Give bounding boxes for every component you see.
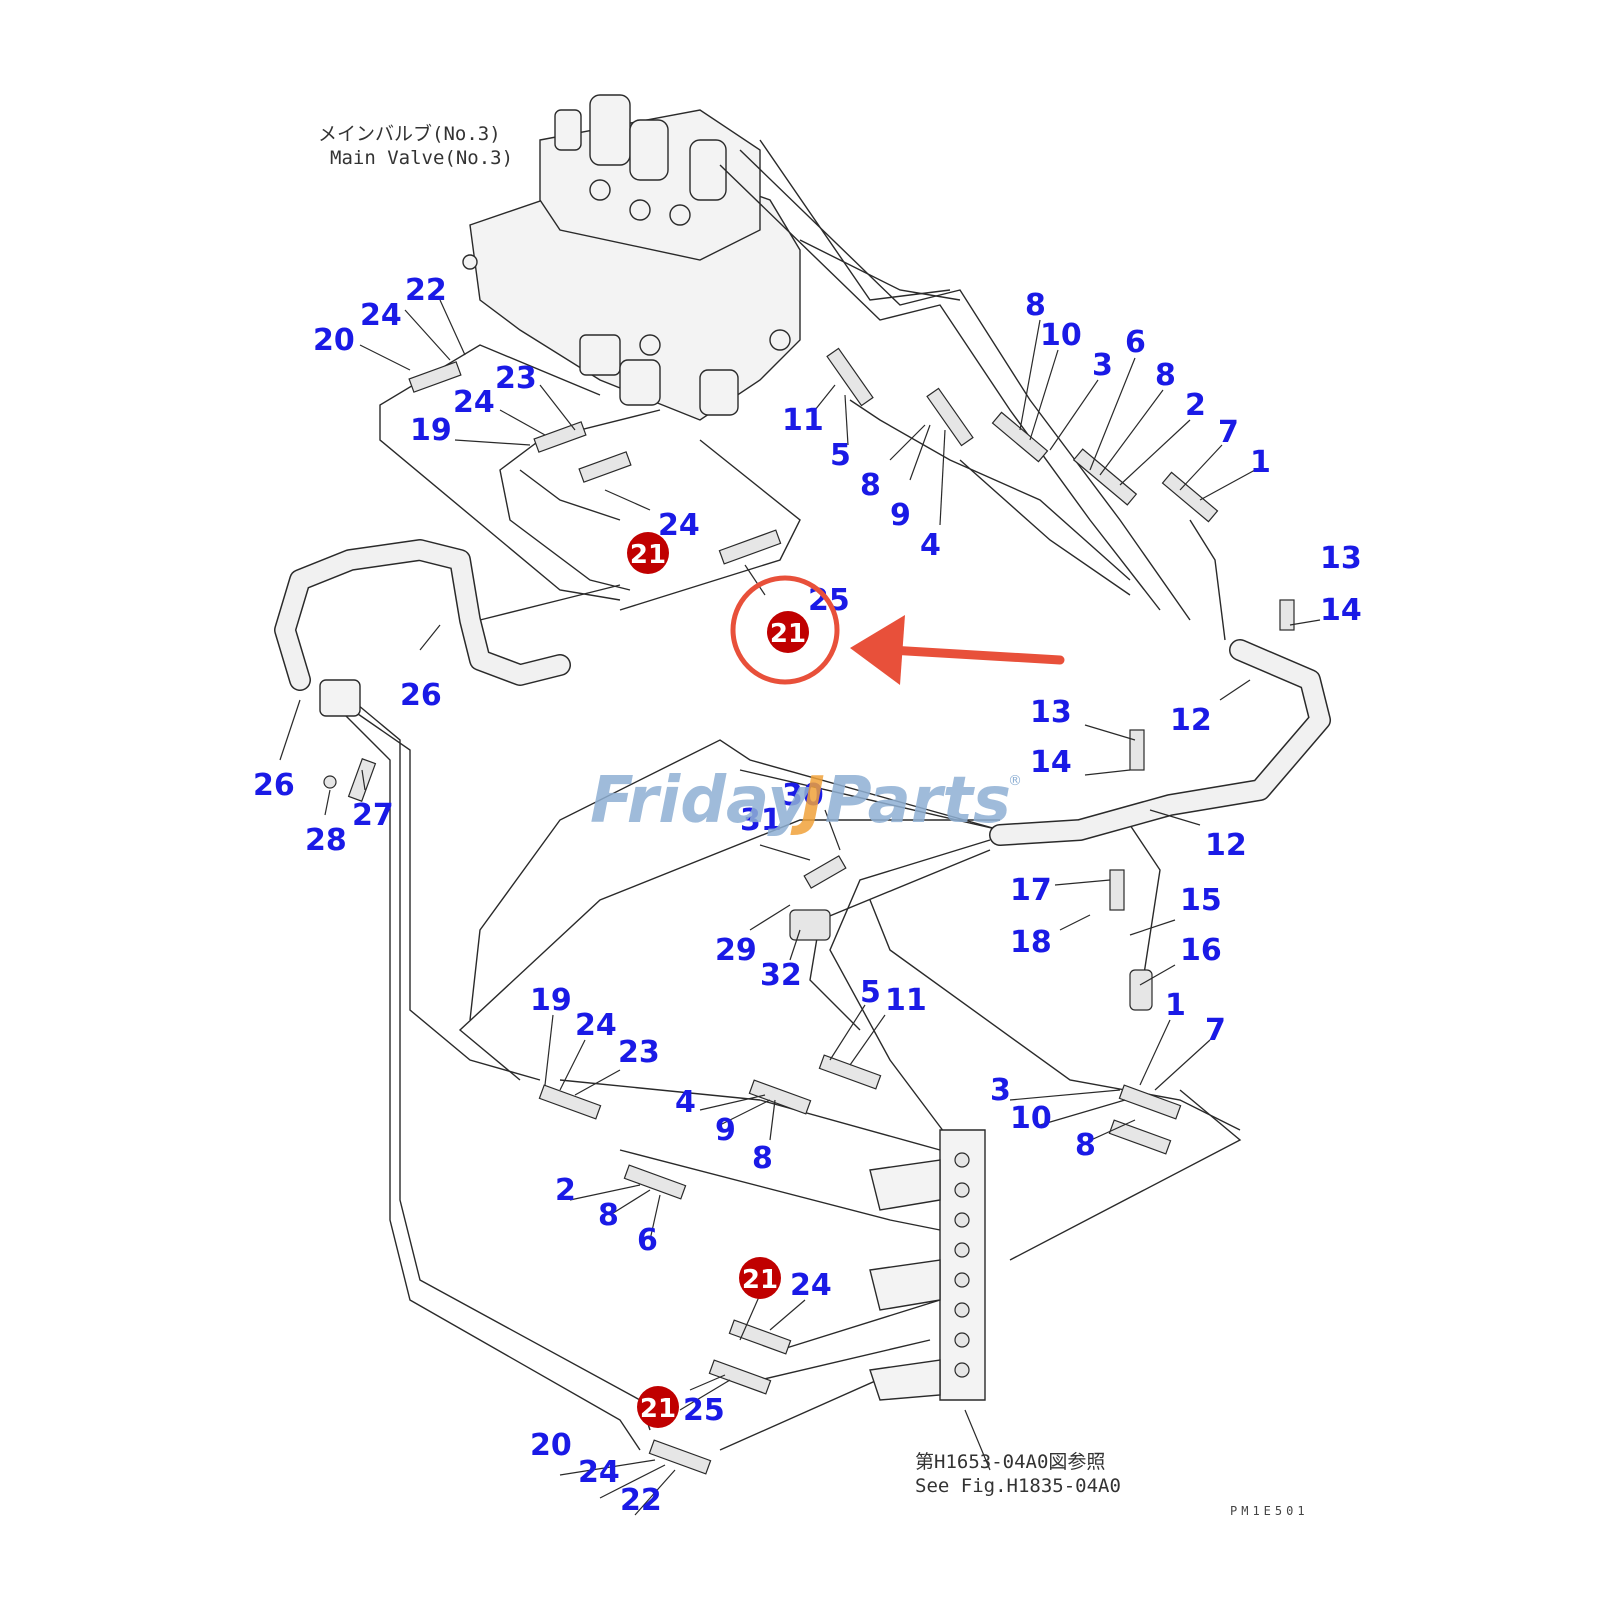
main-valve-caption-en: Main Valve(No.3) bbox=[330, 147, 513, 169]
svg-text:®: ® bbox=[1008, 773, 1022, 789]
part-21-marker-highlighted: 21 bbox=[767, 611, 809, 653]
callout-label: 23 bbox=[618, 1035, 660, 1070]
callout-label: 3 bbox=[990, 1073, 1011, 1108]
callout-label: 12 bbox=[1170, 703, 1212, 738]
callout-label: 5 bbox=[830, 438, 851, 473]
callout-label: 32 bbox=[760, 958, 802, 993]
hydraulic-lines bbox=[329, 139, 1242, 1451]
callout-label: 12 bbox=[1205, 828, 1247, 863]
callout-label: 30 bbox=[782, 778, 824, 813]
main-valve-caption-jp: メインバルブ(No.3) bbox=[318, 122, 501, 145]
callout-label: 24 bbox=[360, 298, 402, 333]
callout-label: 22 bbox=[405, 273, 447, 308]
main-valve-drawing bbox=[462, 94, 801, 421]
highlight-arrow-icon bbox=[850, 615, 1065, 685]
callout-label: 1 bbox=[1250, 445, 1271, 480]
callout-label: 22 bbox=[620, 1483, 662, 1518]
callout-label: 13 bbox=[1320, 541, 1362, 576]
callout-label: 2 bbox=[1185, 388, 1206, 423]
callout-label: 8 bbox=[598, 1198, 619, 1233]
callout-label: 4 bbox=[920, 528, 941, 563]
callout-label: 7 bbox=[1218, 415, 1239, 450]
highlight-circle bbox=[730, 575, 840, 685]
callout-label: 31 bbox=[740, 803, 782, 838]
callout-label: 13 bbox=[1030, 695, 1072, 730]
callout-label: 8 bbox=[1155, 358, 1176, 393]
callout-label: 11 bbox=[885, 983, 927, 1018]
callout-label: 25 bbox=[683, 1393, 725, 1428]
callout-label: 5 bbox=[860, 975, 881, 1010]
callout-label: 11 bbox=[782, 403, 824, 438]
svg-text:21: 21 bbox=[742, 1265, 778, 1295]
callout-label: 1 bbox=[1165, 988, 1186, 1023]
callout-labels: 22 24 20 23 24 19 24 11 5 8 9 4 8 10 3 6… bbox=[253, 273, 1362, 1518]
see-fig-caption-en: See Fig.H1835-04A0 bbox=[915, 1475, 1121, 1497]
callout-label: 20 bbox=[530, 1428, 572, 1463]
callout-label: 8 bbox=[1025, 288, 1046, 323]
callout-label: 4 bbox=[675, 1085, 696, 1120]
callout-label: 24 bbox=[575, 1008, 617, 1043]
callout-label: 18 bbox=[1010, 925, 1052, 960]
callout-label: 27 bbox=[352, 798, 394, 833]
part-21-marker: 21 bbox=[627, 532, 669, 574]
callout-label: 15 bbox=[1180, 883, 1222, 918]
svg-text:FridayJParts: FridayJParts bbox=[590, 764, 1011, 838]
callout-label: 20 bbox=[313, 323, 355, 358]
spiral-sleeve-left bbox=[274, 539, 571, 717]
callout-label: 29 bbox=[715, 933, 757, 968]
friday-parts-watermark: FridayJParts ® bbox=[590, 764, 1022, 838]
svg-text:21: 21 bbox=[640, 1394, 676, 1424]
callout-label: 10 bbox=[1010, 1101, 1052, 1136]
callout-label: 24 bbox=[658, 508, 700, 543]
callout-label: 9 bbox=[715, 1113, 736, 1148]
fittings bbox=[323, 347, 1295, 1475]
callout-label: 16 bbox=[1180, 933, 1222, 968]
callout-label: 24 bbox=[790, 1268, 832, 1303]
callout-label: 26 bbox=[253, 768, 295, 803]
callout-label: 14 bbox=[1030, 745, 1072, 780]
part-21-marker: 21 bbox=[637, 1386, 679, 1428]
callout-label: 8 bbox=[752, 1141, 773, 1176]
spiral-sleeve-right bbox=[989, 639, 1331, 846]
callout-label: 6 bbox=[1125, 325, 1146, 360]
callout-label: 19 bbox=[530, 983, 572, 1018]
drawing-code: PM1E501 bbox=[1230, 1504, 1309, 1518]
lower-manifold bbox=[869, 1129, 991, 1471]
callout-label: 28 bbox=[305, 823, 347, 858]
callout-label: 26 bbox=[400, 678, 442, 713]
label-leaders bbox=[279, 299, 1321, 1516]
callout-label: 9 bbox=[890, 498, 911, 533]
callout-label: 17 bbox=[1010, 873, 1052, 908]
callout-label: 24 bbox=[578, 1455, 620, 1490]
callout-label: 6 bbox=[637, 1223, 658, 1258]
callout-label: 10 bbox=[1040, 318, 1082, 353]
callout-label: 19 bbox=[410, 413, 452, 448]
see-fig-caption-jp: 第H1653-04A0図参照 bbox=[915, 1451, 1105, 1473]
callout-label: 23 bbox=[495, 361, 537, 396]
callout-label: 8 bbox=[1075, 1128, 1096, 1163]
callout-label: 7 bbox=[1205, 1013, 1226, 1048]
callout-label: 24 bbox=[453, 385, 495, 420]
callout-label: 8 bbox=[860, 468, 881, 503]
svg-text:21: 21 bbox=[770, 619, 806, 649]
part-21-marker: 21 bbox=[739, 1257, 781, 1299]
callout-label: 2 bbox=[555, 1173, 576, 1208]
callout-label: 14 bbox=[1320, 593, 1362, 628]
callout-label: 3 bbox=[1092, 348, 1113, 383]
svg-text:21: 21 bbox=[630, 540, 666, 570]
